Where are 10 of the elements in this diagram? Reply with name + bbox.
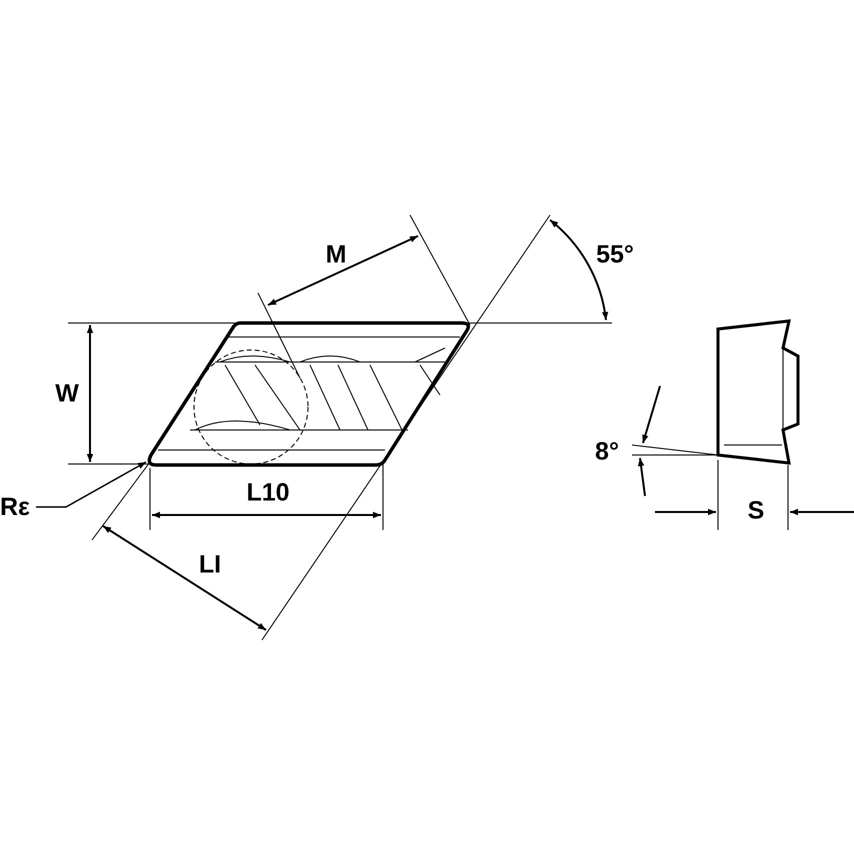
dimension-label: M — [326, 242, 346, 268]
dimension-label: LI — [198, 552, 222, 578]
dimension-label: W — [55, 382, 79, 406]
dimension-label: L10 — [246, 480, 290, 506]
insert-top-view-drawing — [148, 321, 470, 467]
dimension-label: S — [748, 498, 764, 524]
label-text: Rε — [0, 492, 36, 522]
dimension-label: 55° — [596, 242, 634, 268]
leader-line — [36, 461, 146, 508]
dimension-label: 8° — [595, 440, 619, 464]
